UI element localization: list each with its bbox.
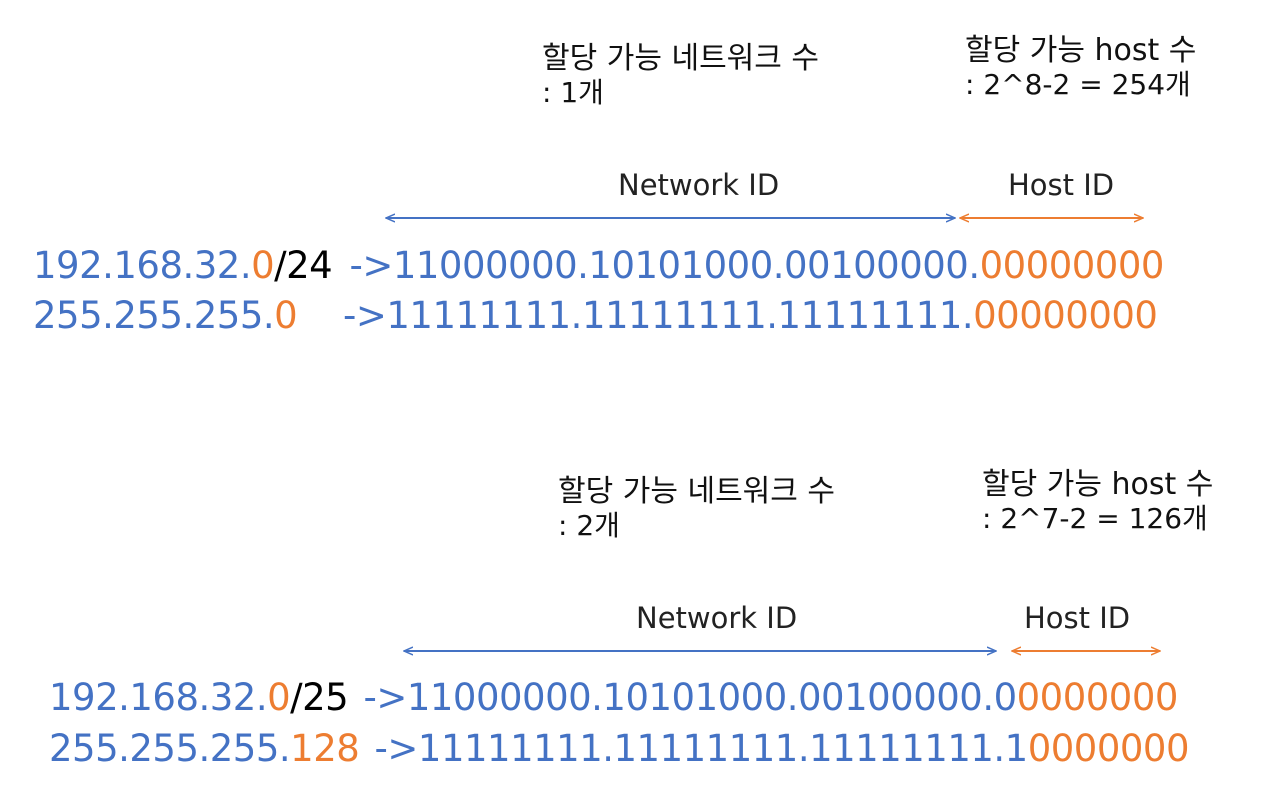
host-id-label-1: Host ID bbox=[1008, 168, 1115, 202]
ip-network-part: 192.168.32. bbox=[49, 676, 268, 719]
mask-row-1: 255.255.255.0 bbox=[33, 294, 298, 337]
network-count-note-1: 할당 가능 네트워크 수 : 1개 bbox=[542, 42, 819, 110]
host-id-label-2: Host ID bbox=[1024, 601, 1131, 635]
network-id-label-2: Network ID bbox=[636, 601, 798, 635]
ip-network-part: 192.168.32. bbox=[33, 244, 252, 287]
conversion-arrow: -> bbox=[343, 294, 387, 337]
mask-row-2: 255.255.255.128 ->11111111.11111111.1111… bbox=[49, 727, 1190, 770]
ip-row-2: 192.168.32.0/25 ->11000000.10101000.0010… bbox=[49, 676, 1178, 719]
network-id-label-1: Network ID bbox=[618, 168, 780, 202]
conversion-arrow: -> bbox=[352, 676, 407, 719]
ip-host-part: 0 bbox=[267, 676, 291, 719]
host-count-value: : 2^8-2 = 254개 bbox=[965, 68, 1191, 101]
host-count-title: 할당 가능 host 수 bbox=[965, 33, 1197, 68]
network-count-title: 할당 가능 네트워크 수 bbox=[558, 474, 836, 509]
binary-host-part: 00000000 bbox=[979, 244, 1165, 287]
binary-host-part: 0000000 bbox=[1016, 676, 1179, 719]
mask-host-part: 0 bbox=[274, 294, 298, 337]
binary-network-part: 11000000.10101000.00100000.0 bbox=[406, 676, 1017, 719]
network-count-value: : 1개 bbox=[542, 76, 604, 109]
ip-prefix: /25 bbox=[290, 676, 349, 719]
conversion-arrow: -> bbox=[338, 244, 393, 287]
host-count-title: 할당 가능 host 수 bbox=[982, 467, 1214, 502]
ip-prefix: /24 bbox=[274, 244, 333, 287]
binary-host-part: 0000000 bbox=[1027, 727, 1190, 770]
mask-binary-1: ->11111111.11111111.11111111.00000000 bbox=[343, 294, 1158, 337]
ip-row-1: 192.168.32.0/24 ->11000000.10101000.0010… bbox=[33, 244, 1164, 287]
network-count-title: 할당 가능 네트워크 수 bbox=[542, 41, 820, 76]
host-count-note-1: 할당 가능 host 수 : 2^8-2 = 254개 bbox=[965, 34, 1196, 102]
binary-network-part: 11000000.10101000.00100000. bbox=[392, 244, 980, 287]
ip-host-part: 0 bbox=[251, 244, 275, 287]
network-count-note-2: 할당 가능 네트워크 수 : 2개 bbox=[558, 475, 835, 543]
host-count-value: : 2^7-2 = 126개 bbox=[982, 502, 1208, 535]
host-count-note-2: 할당 가능 host 수 : 2^7-2 = 126개 bbox=[982, 468, 1213, 536]
binary-host-part: 00000000 bbox=[973, 294, 1158, 337]
mask-network-part: 255.255.255. bbox=[33, 294, 275, 337]
mask-network-part: 255.255.255. bbox=[49, 727, 291, 770]
network-count-value: : 2개 bbox=[558, 509, 620, 542]
conversion-arrow: -> bbox=[363, 727, 419, 770]
mask-host-part: 128 bbox=[290, 727, 360, 770]
binary-network-part: 11111111.11111111.11111111.1 bbox=[417, 727, 1028, 770]
binary-network-part: 11111111.11111111.11111111. bbox=[386, 294, 974, 337]
